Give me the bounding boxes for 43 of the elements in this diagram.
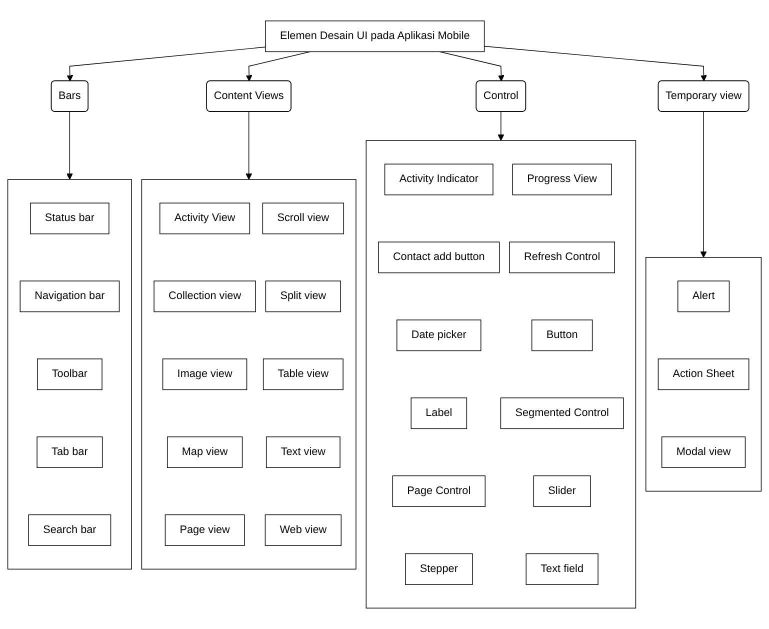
node-box: Toolbar (36, 358, 102, 390)
arrow (439, 51, 504, 82)
node-box: Status bar (30, 202, 110, 234)
arrow (66, 46, 266, 82)
node-box: Activity View (160, 202, 250, 234)
cluster (646, 257, 762, 492)
node-box: Image view (162, 358, 248, 390)
node-box: Alert (678, 280, 730, 312)
arrow (66, 111, 73, 180)
arrow (246, 51, 310, 82)
node-box: Button (531, 320, 593, 352)
arrow (246, 111, 252, 180)
node-box: Tab bar (36, 436, 103, 468)
node-box: Text field (526, 553, 598, 585)
node-box: Scroll view (262, 202, 344, 234)
node-box: Page view (164, 514, 245, 546)
node-box: Label (410, 398, 468, 430)
node-box: Table view (262, 358, 344, 390)
cluster (366, 140, 636, 608)
node-box: Map view (166, 436, 243, 468)
node-box: Activity Indicator (384, 164, 494, 196)
node-box: Page Control (392, 475, 486, 507)
node-box: Contact add button (378, 242, 500, 274)
arrow (484, 46, 707, 82)
node-box: Search bar (28, 514, 112, 546)
node-box: Web view (264, 514, 342, 546)
node-box: Navigation bar (20, 280, 120, 312)
node-box: Progress View (512, 164, 612, 196)
node-box: Slider (533, 475, 591, 507)
node-box: Collection view (154, 280, 256, 312)
arrow (700, 111, 707, 258)
arrow (498, 111, 504, 141)
node-box: Action Sheet (658, 358, 750, 390)
cluster (141, 179, 356, 570)
cluster (7, 179, 132, 570)
node-box: Stepper (405, 553, 473, 585)
node-box: Elemen Desain UI pada Aplikasi Mobile (265, 20, 485, 52)
node-box: Date picker (396, 320, 482, 352)
node-box: Segmented Control (500, 398, 624, 430)
node-box: Split view (265, 280, 341, 312)
node-box: Refresh Control (509, 242, 615, 274)
node-box: Text view (266, 436, 340, 468)
node-box: Modal view (661, 436, 746, 468)
